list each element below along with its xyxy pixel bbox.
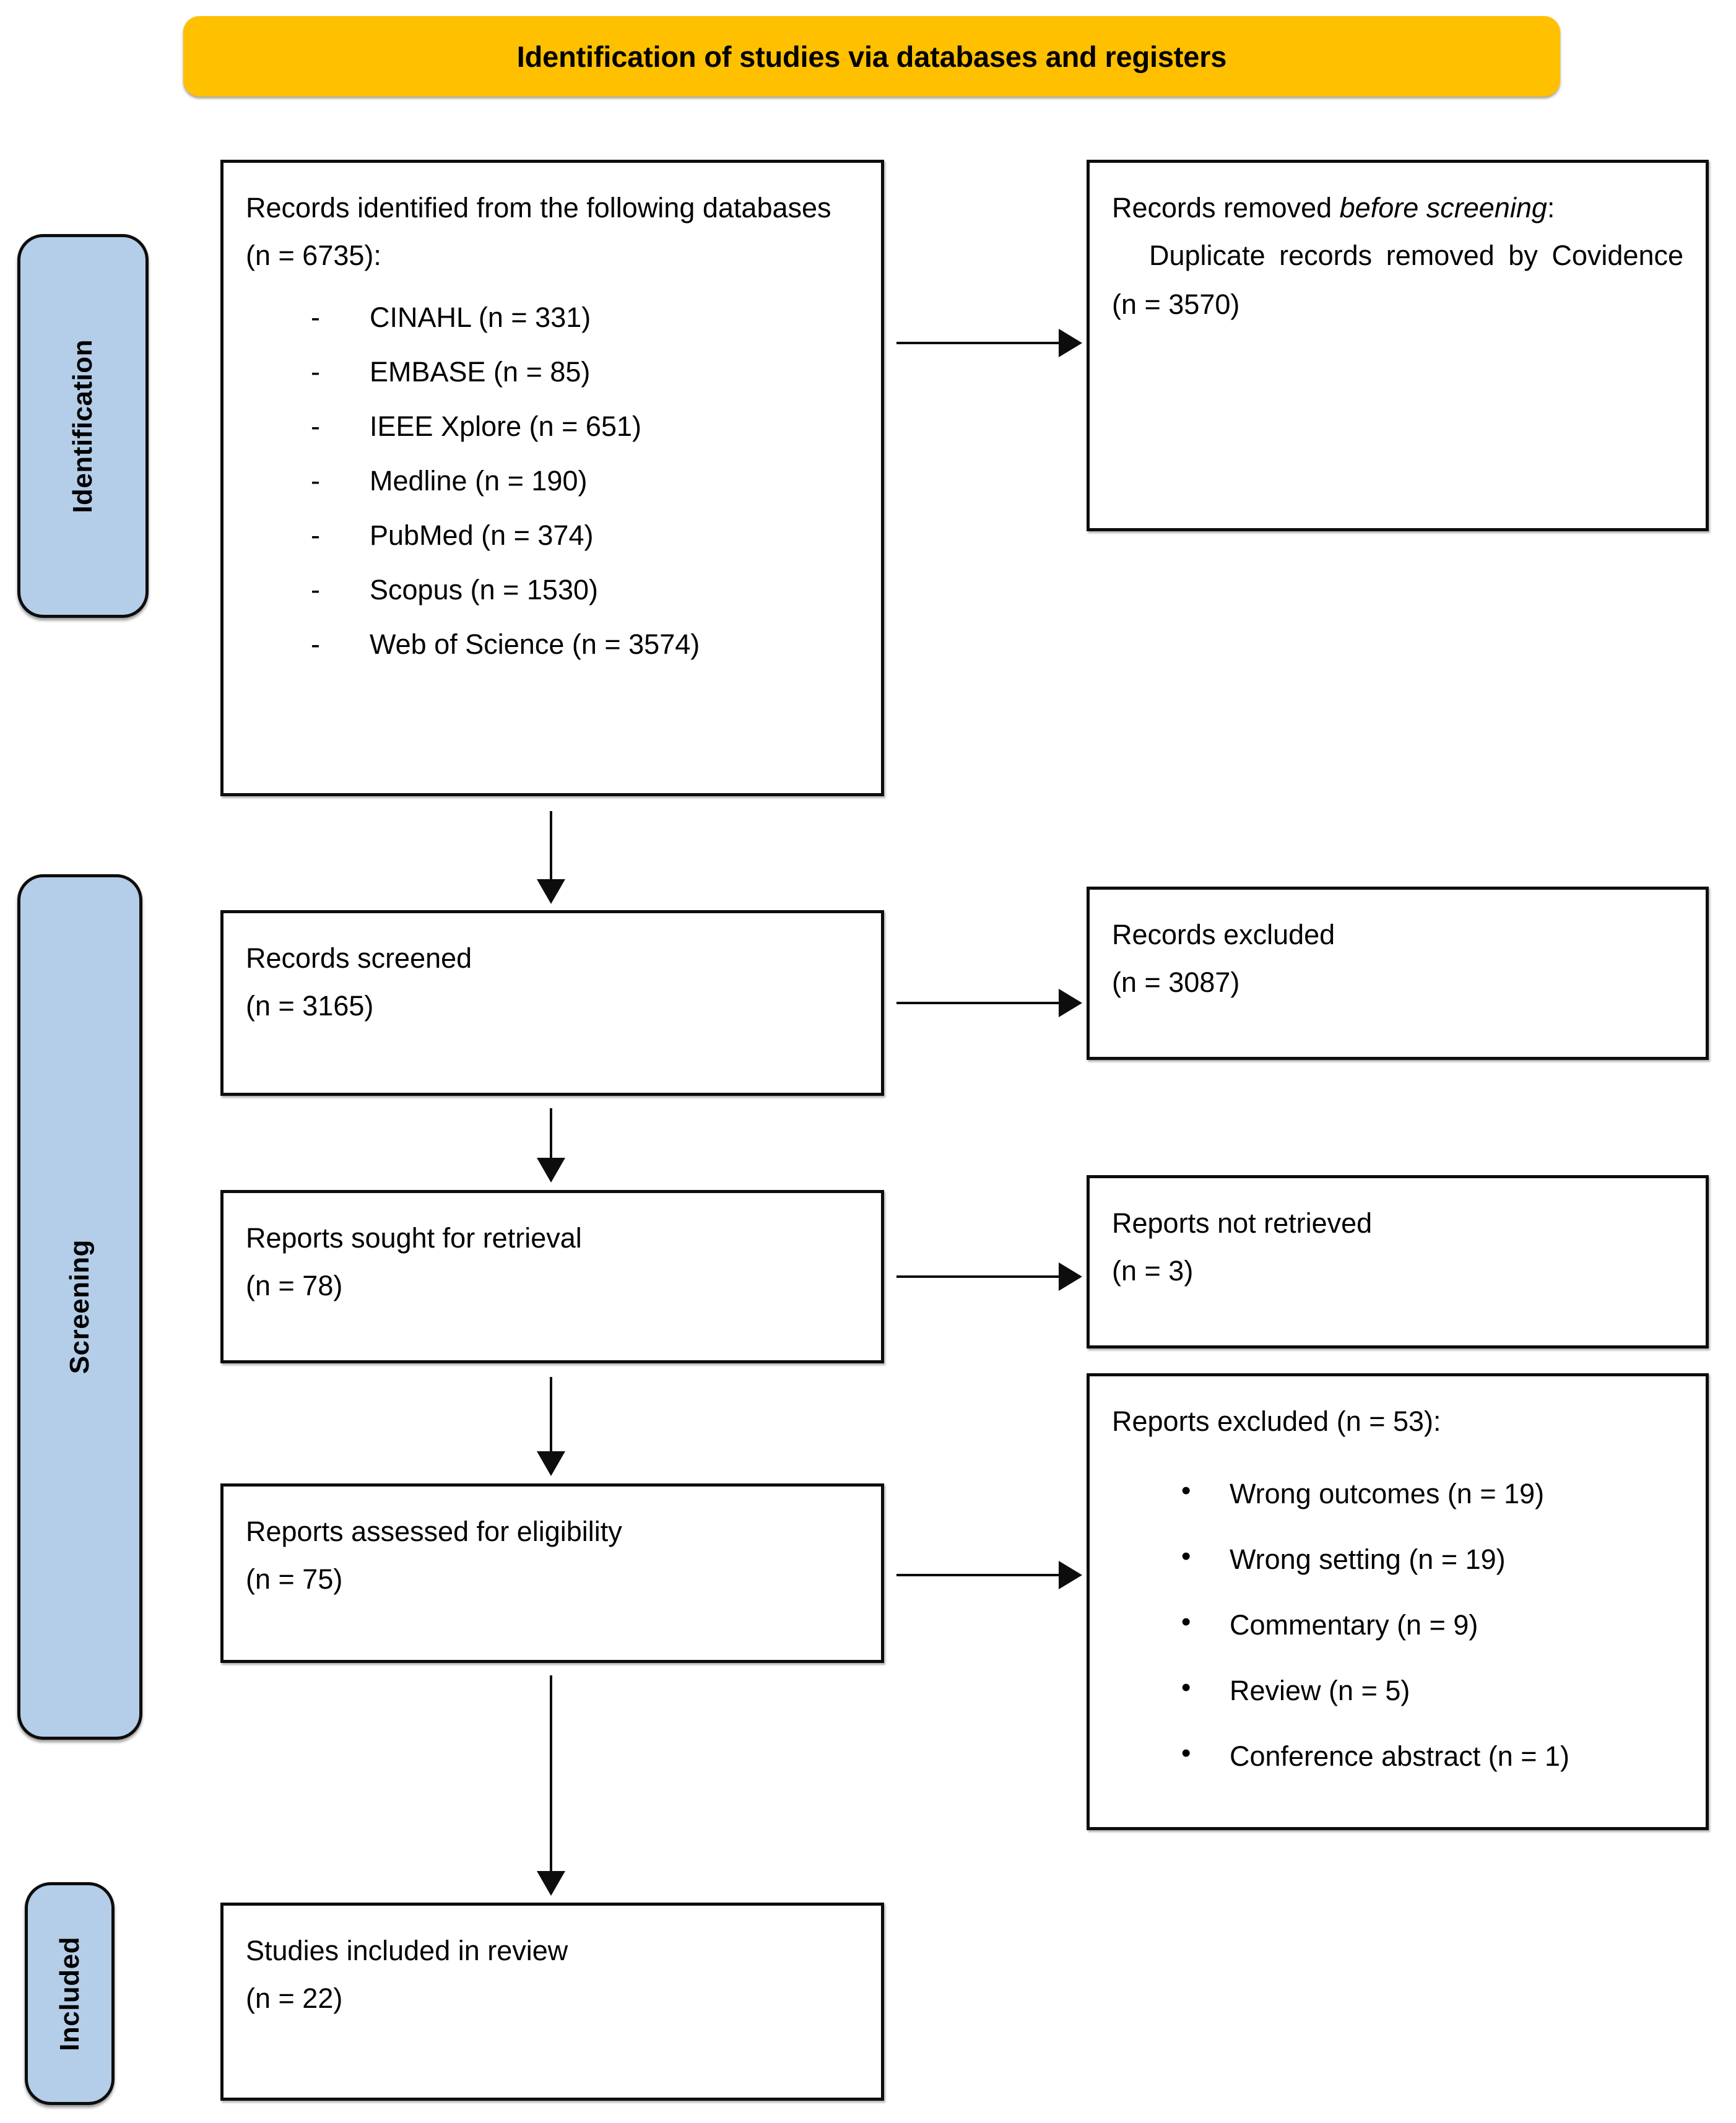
arrow-head [537, 1451, 565, 1476]
stage-label-identification: Identification [17, 234, 149, 618]
list-item: Wrong setting (n = 19) [1112, 1540, 1683, 1576]
box-records-excluded: Records excluded (n = 3087) [1087, 887, 1709, 1060]
arrow-shaft [896, 1002, 1060, 1004]
box-reports-sought-for-retrieval: Reports sought for retrieval (n = 78) [220, 1190, 884, 1363]
arrow-head [537, 1871, 565, 1896]
reports-assessed-label: Reports assessed for eligibility [246, 1516, 622, 1547]
reports-excluded-heading: Reports excluded (n = 53): [1112, 1405, 1441, 1437]
diagram-header-banner: Identification of studies via databases … [183, 16, 1560, 97]
reports-not-retrieved-label: Reports not retrieved [1112, 1207, 1373, 1239]
box-studies-included-in-review: Studies included in review (n = 22) [220, 1903, 884, 2101]
arrow-down-icon-assessed-to-included [536, 1675, 566, 1896]
arrow-right-icon-sought-to-not-retrieved [896, 1262, 1082, 1292]
stage-label-identification-text: Identification [67, 339, 98, 513]
records-identified-heading: Records identified from the following da… [246, 192, 831, 272]
records-removed-heading: Records removed before screening: [1112, 184, 1683, 232]
records-excluded-label: Records excluded [1112, 919, 1335, 950]
arrow-shaft [550, 1108, 552, 1159]
studies-included-count: (n = 22) [246, 1982, 343, 2015]
arrow-head [1059, 1262, 1082, 1291]
reports-sought-count: (n = 78) [246, 1270, 343, 1302]
arrow-right-icon-identified-to-removed [896, 328, 1082, 358]
studies-included-label: Studies included in review [246, 1935, 568, 1966]
box-reports-not-retrieved: Reports not retrieved (n = 3) [1087, 1175, 1709, 1348]
arrow-head [537, 1158, 565, 1183]
records-removed-heading-italic: before screening [1339, 192, 1547, 224]
box-records-removed-before-screening: Records removed before screening: Duplic… [1087, 160, 1709, 531]
list-item: Scopus (n = 1530) [246, 573, 859, 607]
box-records-identified: Records identified from the following da… [220, 160, 884, 796]
arrow-down-icon-screened-to-sought [536, 1108, 566, 1183]
records-removed-heading-plain: Records removed [1112, 192, 1340, 224]
header-title: Identification of studies via databases … [516, 40, 1227, 73]
list-item: Web of Science (n = 3574) [246, 628, 859, 661]
arrow-head [1059, 989, 1082, 1017]
stage-label-included: Included [25, 1882, 115, 2105]
arrow-down-icon-sought-to-assessed [536, 1377, 566, 1476]
records-excluded-count: (n = 3087) [1112, 966, 1240, 999]
box-records-screened: Records screened (n = 3165) [220, 910, 884, 1096]
arrow-head [1059, 1561, 1082, 1589]
arrow-shaft [896, 1574, 1060, 1576]
exclusion-reason-list: Wrong outcomes (n = 19) Wrong setting (n… [1112, 1475, 1683, 1773]
box-reports-excluded: Reports excluded (n = 53): Wrong outcome… [1087, 1373, 1709, 1830]
list-item: IEEE Xplore (n = 651) [246, 410, 859, 443]
arrow-shaft [550, 811, 552, 880]
arrow-right-icon-screened-to-excluded [896, 988, 1082, 1018]
arrow-down-icon-identified-to-screened [536, 811, 566, 904]
records-screened-label: Records screened [246, 942, 472, 974]
records-removed-heading-suffix: : [1547, 192, 1555, 224]
arrow-head [537, 879, 565, 904]
list-item: Review (n = 5) [1112, 1672, 1683, 1708]
arrow-shaft [896, 342, 1060, 344]
stage-label-screening: Screening [17, 874, 142, 1740]
box-reports-assessed-for-eligibility: Reports assessed for eligibility (n = 75… [220, 1483, 884, 1663]
arrow-shaft [896, 1275, 1060, 1278]
list-item: PubMed (n = 374) [246, 519, 859, 552]
stage-label-screening-text: Screening [64, 1240, 95, 1374]
list-item: Wrong outcomes (n = 19) [1112, 1475, 1683, 1511]
list-item: Commentary (n = 9) [1112, 1606, 1683, 1642]
list-item: Medline (n = 190) [246, 464, 859, 498]
records-removed-detail: Duplicate records removed by Covidence (… [1112, 240, 1683, 321]
reports-sought-label: Reports sought for retrieval [246, 1222, 582, 1254]
list-item: Conference abstract (n = 1) [1112, 1737, 1683, 1773]
reports-not-retrieved-count: (n = 3) [1112, 1255, 1194, 1287]
arrow-shaft [550, 1675, 552, 1872]
stage-label-included-text: Included [54, 1936, 85, 2051]
arrow-shaft [550, 1377, 552, 1452]
records-screened-count: (n = 3165) [246, 990, 374, 1022]
reports-assessed-count: (n = 75) [246, 1563, 343, 1596]
list-item: CINAHL (n = 331) [246, 301, 859, 334]
arrow-head [1059, 329, 1082, 357]
arrow-right-icon-assessed-to-reports-excluded [896, 1560, 1082, 1590]
list-item: EMBASE (n = 85) [246, 355, 859, 389]
database-source-list: CINAHL (n = 331) EMBASE (n = 85) IEEE Xp… [246, 301, 859, 661]
